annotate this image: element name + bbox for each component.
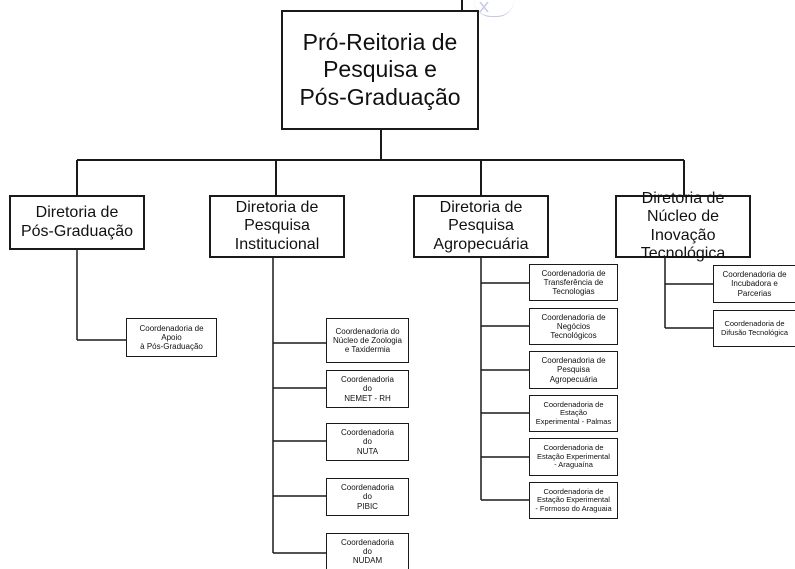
- unit-line: Incubadora e: [731, 279, 778, 289]
- unit-line: do: [363, 492, 372, 502]
- directorate-2-line-2: Pesquisa: [244, 217, 310, 235]
- unit-line: Parcerias: [737, 288, 772, 298]
- unit-line: do: [363, 384, 372, 394]
- directorate-box-pesquisa-institucional: Diretoria de Pesquisa Institucional: [209, 195, 345, 258]
- unit-line: Experimental - Palmas: [535, 416, 612, 426]
- unit-line: à Pós-Graduação: [140, 342, 203, 352]
- unit-nemet-rh: Coordenadoria do NEMET - RH: [326, 370, 409, 408]
- unit-line: Coordenadoria de: [722, 270, 787, 280]
- unit-line: PIBIC: [357, 501, 378, 511]
- directorate-1-line-1: Diretoria de: [35, 204, 119, 222]
- unit-estacao-formoso: Coordenadoria de Estação Experimental - …: [529, 482, 618, 519]
- unit-line: do: [363, 437, 372, 447]
- unit-apoio-pos-graduacao: Coordenadoria de Apoio à Pós-Graduação: [126, 318, 217, 357]
- directorate-4-line-1: Diretoria de: [641, 189, 725, 207]
- unit-line: Estação Experimental: [537, 451, 610, 461]
- unit-line: Coordenadoria de: [543, 486, 604, 496]
- unit-line: Coordenadoria de: [724, 318, 785, 328]
- unit-line: e Taxidermia: [344, 345, 391, 355]
- directorate-3-line-1: Diretoria de: [439, 198, 523, 216]
- unit-line: Núcleo de Zoologia: [333, 335, 402, 345]
- unit-line: Coordenadoria: [341, 375, 394, 385]
- unit-line: Difusão Tecnológica: [721, 327, 788, 337]
- unit-pesquisa-agropecuaria: Coordenadoria de Pesquisa Agropecuária: [529, 351, 618, 389]
- unit-nuta: Coordenadoria do NUTA: [326, 423, 409, 461]
- unit-line: Coordenadoria de: [541, 312, 606, 322]
- directorate-3-line-3: Agropecuária: [433, 235, 529, 253]
- unit-line: Estação: [559, 408, 588, 418]
- unit-line: Coordenadoria: [341, 537, 394, 547]
- unit-estacao-araguaina: Coordenadoria de Estação Experimental - …: [529, 438, 618, 476]
- unit-line: Coordenadoria de: [543, 443, 604, 453]
- unit-line: Pesquisa: [557, 365, 590, 375]
- root-line-2: Pesquisa e: [323, 56, 437, 83]
- seal-watermark: [474, 0, 514, 17]
- unit-line: - Formoso do Araguaia: [535, 503, 612, 513]
- directorate-box-pos-graduacao: Diretoria de Pós-Graduação: [9, 195, 145, 250]
- unit-negocios-tecnologicos: Coordenadoria de Negócios Tecnológicos: [529, 308, 618, 345]
- unit-pibic: Coordenadoria do PIBIC: [326, 478, 409, 516]
- unit-line: Coordenadoria do: [335, 326, 400, 336]
- unit-line: Tecnologias: [552, 287, 595, 297]
- root-box: Pró-Reitoria de Pesquisa e Pós-Graduação: [281, 10, 479, 130]
- unit-line: Coordenadoria de: [541, 356, 606, 366]
- unit-line: Negócios: [556, 321, 591, 331]
- root-line-1: Pró-Reitoria de: [302, 28, 458, 55]
- unit-line: Agropecuária: [549, 374, 598, 384]
- unit-line: - Araguaína: [554, 460, 593, 470]
- directorate-4-line-3: Tecnológica: [640, 244, 726, 262]
- unit-line: Coordenadoria de: [541, 268, 606, 278]
- unit-line: NUDAM: [352, 556, 383, 566]
- unit-nudam: Coordenadoria do NUDAM: [326, 533, 409, 569]
- unit-line: Transferência de: [543, 277, 604, 287]
- root-line-3: Pós-Graduação: [299, 83, 461, 110]
- unit-estacao-palmas: Coordenadoria de Estação Experimental - …: [529, 395, 618, 432]
- unit-line: Coordenadoria: [341, 483, 394, 493]
- unit-line: Apoio: [161, 332, 182, 342]
- unit-line: Coordenadoria de: [139, 323, 204, 333]
- directorate-4-line-2: Núcleo de Inovação: [646, 208, 720, 244]
- directorate-box-inovacao-tecnologica: Diretoria de Núcleo de Inovação Tecnológ…: [615, 190, 751, 262]
- unit-line: NUTA: [356, 446, 379, 456]
- directorate-3-line-2: Pesquisa: [448, 217, 514, 235]
- directorate-2-line-1: Diretoria de: [235, 198, 319, 216]
- unit-line: Coordenadoria: [341, 428, 394, 438]
- unit-transferencia-tecnologias: Coordenadoria de Transferência de Tecnol…: [529, 264, 618, 301]
- directorate-box-pesquisa-agropecuaria: Diretoria de Pesquisa Agropecuária: [413, 195, 549, 258]
- unit-line: Coordenadoria de: [543, 399, 604, 409]
- directorate-1-line-2: Pós-Graduação: [20, 222, 134, 240]
- unit-nucleo-zoologia: Coordenadoria do Núcleo de Zoologia e Ta…: [326, 318, 409, 363]
- unit-line: do: [363, 546, 372, 556]
- unit-line: Estação Experimental: [537, 495, 610, 505]
- unit-line: Tecnológicos: [550, 331, 597, 341]
- unit-incubadora-parcerias: Coordenadoria de Incubadora e Parcerias: [713, 265, 795, 303]
- unit-difusao-tecnologica: Coordenadoria de Difusão Tecnológica: [713, 310, 795, 347]
- unit-line: NEMET - RH: [344, 393, 391, 403]
- directorate-2-line-3: Institucional: [234, 235, 320, 253]
